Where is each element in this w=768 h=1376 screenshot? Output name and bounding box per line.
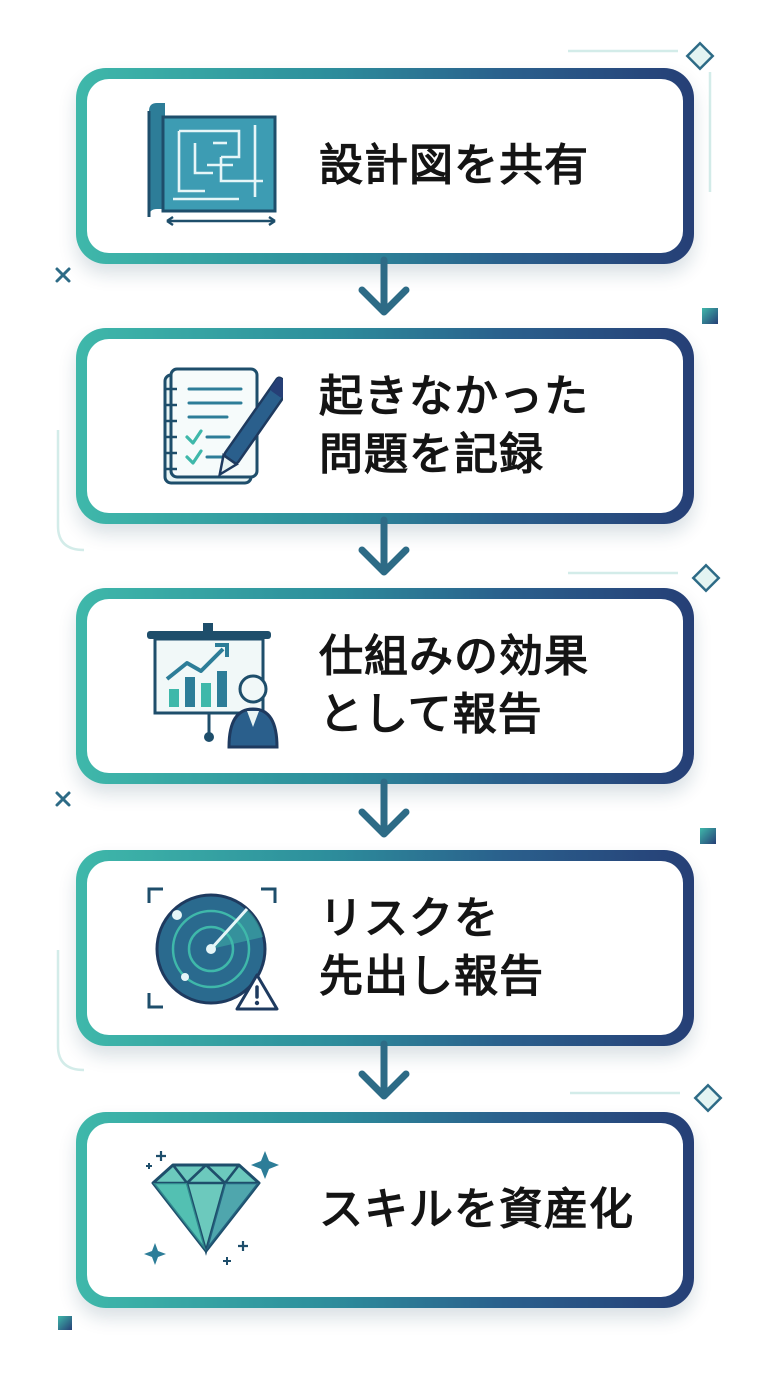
square-decoration-icon (702, 308, 718, 324)
step-card-5: スキルを資産化 (76, 1112, 694, 1308)
line-decoration (570, 1090, 680, 1096)
blueprint-icon (143, 103, 283, 229)
cross-decoration-icon (54, 266, 72, 284)
step-card-1: 設計図を共有 (76, 68, 694, 264)
step-card-3: 仕組みの効果 として報告 (76, 588, 694, 784)
square-decoration-icon (58, 1316, 72, 1330)
down-arrow-icon (356, 516, 412, 580)
radar-warning-icon (143, 885, 283, 1011)
down-arrow-icon (356, 1040, 412, 1104)
down-arrow-icon (356, 778, 412, 842)
step-label: リスクを 先出し報告 (319, 893, 544, 1002)
step-label: 設計図を共有 (319, 140, 589, 191)
diamond-decoration-icon (690, 562, 722, 594)
line-decoration (568, 48, 678, 54)
line-decoration (706, 72, 714, 192)
step-label: 仕組みの効果 として報告 (319, 631, 589, 740)
diamond-decoration-icon (692, 1082, 724, 1114)
curve-decoration (54, 430, 94, 554)
diamond-icon (143, 1147, 283, 1273)
line-decoration (568, 570, 678, 576)
step-card-4: リスクを 先出し報告 (76, 850, 694, 1046)
curve-decoration (54, 950, 94, 1074)
down-arrow-icon (356, 256, 412, 320)
presentation-chart-icon (143, 623, 283, 749)
diamond-decoration-icon (684, 40, 716, 72)
square-decoration-icon (700, 828, 716, 844)
step-label: スキルを資産化 (319, 1184, 634, 1235)
step-card-2: 起きなかった 問題を記録 (76, 328, 694, 524)
notebook-pen-icon (143, 363, 283, 489)
step-label: 起きなかった 問題を記録 (319, 371, 589, 480)
cross-decoration-icon (54, 790, 72, 808)
